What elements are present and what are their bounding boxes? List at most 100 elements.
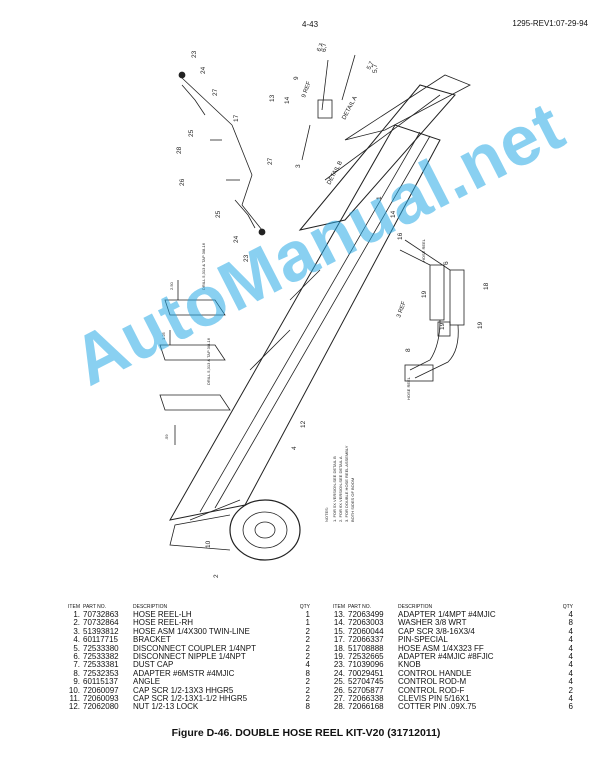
item-number: 5. [73,643,80,653]
ref-3-label: 3 REF [396,300,408,318]
callout: 19 [439,322,446,330]
item-number: 25. [333,677,345,687]
callout: 25 [188,129,195,137]
callout: 23 [243,254,250,262]
bracket-details [159,280,231,445]
item-number: 8. [73,668,80,678]
callout: 14 [390,210,397,218]
part-description: HOSE ASM 1/4X300 TWIN-LINE [133,626,250,636]
callout: 23 [191,50,198,58]
part-number: 72066338 [348,694,384,704]
callout: 1 [376,196,383,200]
item-number: 19. [333,652,345,662]
part-quantity: 4 [305,660,310,670]
callout: 2 [213,574,220,578]
part-number: 72060093 [83,694,119,704]
part-number: 72533382 [83,652,119,662]
part-description: HOSE REEL-LH [133,610,192,619]
part-number: 72533381 [83,660,119,670]
part-number: 72066337 [348,635,384,645]
item-number: 9. [73,677,80,687]
item-number: 18. [333,643,345,653]
part-quantity: 4 [568,626,573,636]
callout: 13 [269,94,276,102]
callout: 28 [176,146,183,154]
item-number: 26. [333,685,345,695]
part-description: NUT 1/2-13 LOCK [133,702,199,712]
item-number: 11. [69,694,80,704]
part-quantity: 4 [568,635,573,645]
part-number: 51708888 [348,643,384,653]
column-qty: QTY [299,604,310,610]
column-item: ITEM [333,604,345,610]
part-number: 72063499 [348,610,384,619]
part-number: 70732863 [83,610,119,619]
item-number: 24. [333,668,345,678]
part-number: 51393812 [83,626,119,636]
column-item: ITEM [68,604,80,610]
part-description: KNOB [398,660,421,670]
part-quantity: 4 [568,677,573,687]
hose-reel-label-left: HOSE REEL [421,238,426,262]
item-number: 27. [333,694,345,704]
column-qty: QTY [562,604,573,610]
callout: 19 [421,290,428,298]
part-quantity: 2 [305,635,310,645]
part-description: HOSE ASM 1/4X323 FF [398,643,484,653]
part-number: 60115137 [83,677,118,687]
drill-spec-1: DRILL 5,313 & TAP 3/8-16 [201,242,206,290]
callout: 6 [443,261,450,265]
figure-caption: Figure D-46. DOUBLE HOSE REEL KIT-V20 (3… [171,727,441,739]
callout: 4 [291,446,298,450]
callout-group: 23 24 27 28 25 17 26 27 25 24 23 13 14 9… [176,43,490,578]
part-quantity: 4 [568,660,573,670]
ref-9-label: 9 REF [301,80,313,98]
boom-beam [169,74,471,521]
dimension-1: 2.50 [169,281,174,290]
parts-list-header: ITEM PART NO. DESCRIPTION QTY [60,604,310,611]
parts-list-right: ITEM PART NO. DESCRIPTION QTY 13.7206349… [325,604,573,712]
item-number: 7. [73,660,80,670]
part-quantity: 4 [568,610,573,619]
note-2: 2. FOR 6X VERSION-SEE DETAIL A [338,456,343,522]
callout: 25 [215,210,222,218]
part-description: CONTROL ROD-F [398,685,465,695]
part-quantity: 8 [305,668,310,678]
part-description: DISCONNECT NIPPLE 1/4NPT [133,652,246,662]
detail-a-label: DETAIL A [341,95,358,120]
callout: 14 [284,96,291,104]
item-number: 12. [68,702,80,712]
part-description: PIN-SPECIAL [398,635,448,645]
part-number: 60117715 [83,635,118,645]
column-description: DESCRIPTION [133,604,168,610]
item-number: 13. [333,610,345,619]
column-part-no: PART NO. [83,604,107,610]
part-number: 72060097 [83,685,119,695]
dimension-2: 1.25 [161,331,166,340]
part-number: 72532665 [348,652,384,662]
part-quantity: 8 [568,618,573,628]
part-quantity: 4 [568,668,573,678]
part-quantity: 2 [568,685,573,695]
part-description: HOSE REEL-RH [133,618,194,628]
callout: 19 [477,321,484,329]
part-number: 71039096 [348,660,384,670]
item-number: 4. [73,635,80,645]
callout: 6,7 [321,43,328,52]
parts-list-left: ITEM PART NO. DESCRIPTION QTY 1.70732863… [60,604,310,712]
hose-reel-label-right: HOSE REEL [406,376,411,400]
part-description: COTTER PIN .09X.75 [398,702,477,712]
